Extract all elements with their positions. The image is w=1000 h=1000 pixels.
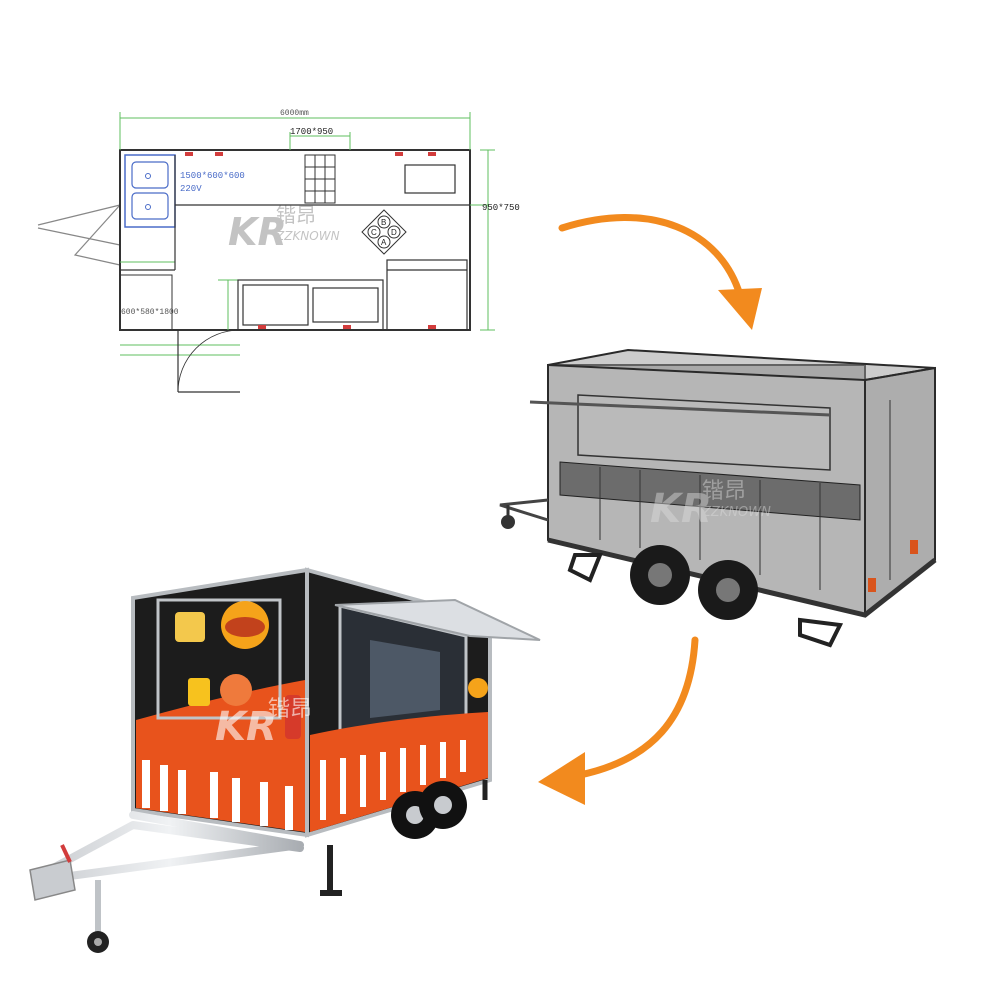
render-box-side (864, 366, 936, 618)
plan-total-length: 6000mm (280, 109, 309, 118)
compass-b: B (381, 218, 386, 227)
svg-text:KR: KR (228, 210, 287, 254)
plan-top-dimension: 1700*950 (290, 127, 333, 137)
plan-fridge-size: 600*580*1800 (121, 308, 179, 317)
plan-vent (304, 154, 336, 204)
trailer-3d-render: KR 锴昂 ZZKNOWN (499, 348, 937, 648)
plan-door (177, 329, 241, 393)
plan-window-dimension: 950*750 (482, 203, 520, 213)
trailer-tow-bar (36, 811, 304, 884)
plan-watermark: KR 锴昂 ZZKNOWN (228, 203, 340, 254)
svg-text:KR: KR (215, 704, 277, 750)
plan-dimension-lines (119, 112, 495, 356)
arrow-render-to-product (576, 636, 699, 779)
plan-fridge (119, 274, 173, 331)
svg-text:锴昂: 锴昂 (268, 697, 312, 722)
svg-text:ZZKNOWN: ZZKNOWN (275, 229, 340, 243)
plan-equipment-size: 1500*600*600 (180, 171, 245, 181)
arrow-plan-to-render (558, 214, 744, 299)
arrow-head-1 (718, 288, 762, 330)
render-wheels (630, 545, 758, 620)
plan-tow-bar (37, 204, 121, 266)
compass-a: A (381, 238, 387, 247)
floor-plan-drawing: 6000mm 1700*950 950*750 1500*600*600 220… (37, 109, 520, 393)
finished-food-trailer: KR 锴昂 (29, 567, 541, 953)
svg-text:KR: KR (650, 486, 712, 532)
plan-voltage: 220V (180, 184, 202, 194)
trailer-wheels (391, 781, 467, 839)
svg-text:ZZKNOWN: ZZKNOWN (701, 505, 771, 520)
arrow-head-2 (538, 752, 585, 805)
compass-d: D (391, 228, 397, 237)
plan-outer-wall (119, 149, 471, 331)
plan-bottom-counters (237, 259, 468, 331)
plan-electrical-points (185, 152, 436, 329)
trailer-awning (334, 598, 541, 641)
trailer-watermark: KR 锴昂 (215, 697, 312, 750)
front-stripes (142, 760, 293, 830)
svg-text:锴昂: 锴昂 (702, 479, 746, 504)
plan-griddle (404, 164, 456, 194)
compass-c: C (371, 228, 377, 237)
render-watermark: KR 锴昂 ZZKNOWN (650, 479, 771, 532)
plan-compass: B C D A (361, 209, 407, 255)
side-stripes (320, 740, 466, 820)
svg-text:锴昂: 锴昂 (276, 203, 316, 227)
